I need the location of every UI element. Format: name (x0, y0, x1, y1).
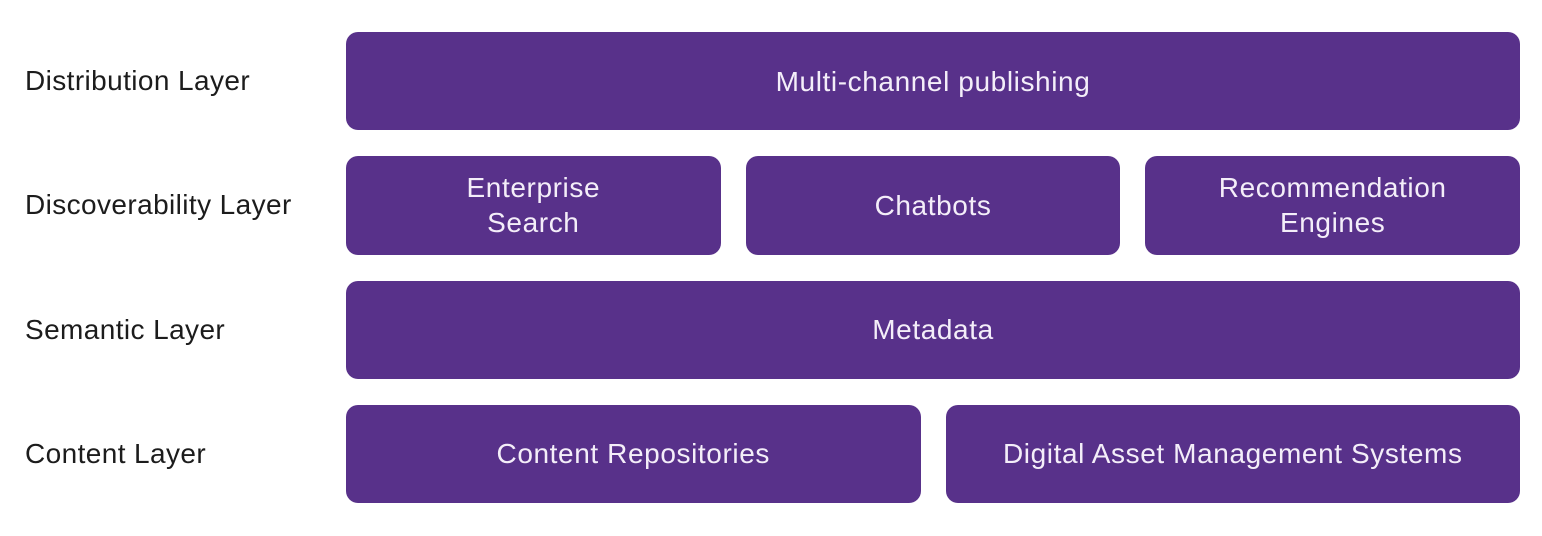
box-recommendation-engines: Recommendation Engines (1145, 156, 1521, 255)
content-layer-label: Content Layer (25, 437, 207, 469)
distribution-layer-boxes: Multi-channel publishing (346, 32, 1520, 131)
discoverability-layer-boxes: Enterprise Search Chatbots Recommendatio… (346, 156, 1521, 255)
semantic-layer-label: Semantic Layer (25, 313, 226, 345)
box-multi-channel-publishing: Multi-channel publishing (346, 32, 1520, 131)
semantic-layer-boxes: Metadata (346, 280, 1520, 379)
discoverability-layer-label: Discoverability Layer (25, 189, 292, 221)
box-digital-asset-management-systems: Digital Asset Management Systems (945, 404, 1520, 503)
content-layer-row: Content Layer Content Repositories Digit… (25, 404, 1520, 503)
discoverability-layer-row: Discoverability Layer Enterprise Search … (25, 156, 1521, 255)
box-chatbots: Chatbots (745, 156, 1121, 255)
distribution-layer-label: Distribution Layer (25, 65, 251, 97)
semantic-layer-row: Semantic Layer Metadata (25, 280, 1520, 379)
box-enterprise-search: Enterprise Search (346, 156, 721, 255)
content-layer-boxes: Content Repositories Digital Asset Manag… (346, 404, 1520, 503)
box-content-repositories: Content Repositories (346, 404, 921, 503)
box-metadata: Metadata (346, 280, 1520, 379)
distribution-layer-row: Distribution Layer Multi-channel publish… (25, 32, 1520, 131)
